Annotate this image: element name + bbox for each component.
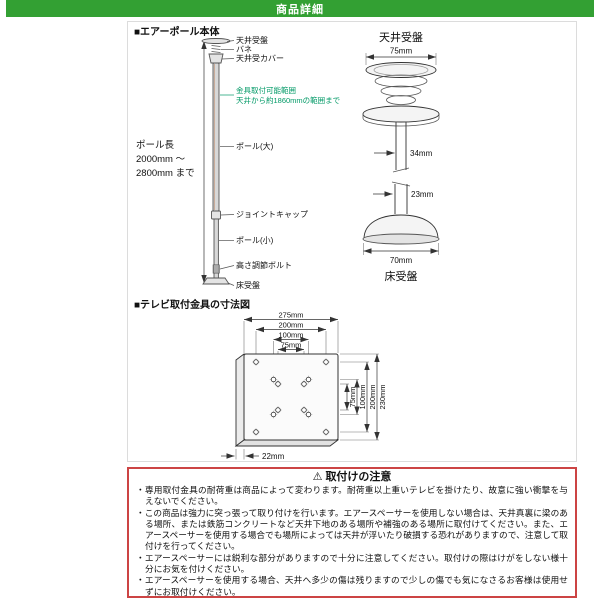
label-ceiling-plate: 天井受盤 [236, 35, 268, 45]
air-pole-diagram: 天井受盤 バネ 天井受カバー 金具取付可能範囲 天井から約1860mmの範囲まで… [201, 35, 340, 290]
floor-detail-title: 床受盤 [385, 269, 418, 283]
label-floor-plate: 床受盤 [236, 280, 260, 290]
dim-75mm-right: 75mm [348, 387, 357, 408]
pole-length-line2: 2000mm ～ [136, 154, 186, 165]
note-item: ・エアースペーサーを使用する場合、天井へ多少の傷は残りますので少しの傷でも気にな… [136, 575, 568, 597]
label-bracket-range-1: 金具取付可能範囲 [236, 85, 296, 95]
dim-200mm-top: 200mm [278, 321, 303, 330]
dim-70mm: 70mm [390, 256, 413, 265]
page-header: 商品詳細 [6, 0, 594, 17]
diagram-panel: ■エアーポール本体 [127, 21, 577, 462]
warning-icon: ⚠ [312, 471, 323, 483]
label-spring: バネ [236, 45, 252, 54]
joint-cap-shape [211, 210, 221, 220]
floor-plate-detail: 23mm 70mm 床受盤 [362, 181, 440, 283]
tv-bracket-diagram: 275mm 200mm 100mm 75mm [221, 311, 387, 461]
pole-length-note: ポール長 2000mm ～ 2800mm まで [136, 140, 195, 179]
dim-22mm: 22mm [262, 452, 285, 461]
dim-230mm-right: 230mm [378, 384, 387, 409]
ceiling-plate-detail: 天井受盤 75mm 34mm [362, 30, 440, 173]
note-item: ・エアースペーサーには鋭利な部分がありますので十分に注意してください。取付けの際… [136, 552, 568, 575]
pole-length-line3: 2800mm まで [136, 168, 195, 179]
installation-notes-box: ⚠取付けの注意 ・専用取付金具の耐荷重は商品によって変わります。耐荷重以上重いテ… [127, 467, 577, 598]
dim-200mm-right: 200mm [368, 384, 377, 409]
diagram-canvas: ■エアーポール本体 [134, 25, 440, 461]
dim-100mm-top: 100mm [278, 331, 303, 340]
label-joint-cap: ジョイントキャップ [236, 210, 308, 219]
note-item: ・この商品は強力に突っ張って取り付けを行います。エアースペーサーを使用しない場合… [136, 507, 568, 552]
pole-length-line1: ポール長 [136, 140, 175, 151]
notes-title-text: 取付けの注意 [325, 471, 392, 483]
page-title: 商品詳細 [276, 3, 324, 16]
bracket-bottom-face [234, 439, 340, 447]
section-title-tv-bracket: ■テレビ取付金具の寸法図 [134, 298, 250, 311]
dim-75mm: 75mm [390, 47, 413, 56]
label-pole-large: ポール(大) [236, 141, 274, 151]
leader-lines [219, 40, 235, 286]
pole-ceiling-cover-shape [208, 53, 224, 64]
dim-75mm-top: 75mm [281, 341, 302, 350]
label-ceiling-cover: 天井受カバー [236, 53, 284, 63]
bracket-front-face [243, 353, 339, 441]
pole-ceiling-plate-shape [201, 38, 231, 44]
bracket-side-face [235, 353, 245, 447]
label-height-bolt: 高さ調節ボルト [236, 260, 292, 270]
label-bracket-range-2: 天井から約1860mmの範囲まで [236, 95, 340, 105]
notes-title: ⚠取付けの注意 [136, 471, 568, 484]
pole-small-shape [213, 218, 219, 266]
pole-spring-shape [211, 45, 221, 53]
dim-23mm: 23mm [411, 190, 434, 199]
section-title-pole-body: ■エアーポール本体 [134, 25, 220, 38]
note-item: ・専用取付金具の耐荷重は商品によって変わります。耐荷重以上重いテレビを掛けたり、… [136, 485, 568, 507]
dim-275mm: 275mm [278, 311, 303, 320]
ceiling-detail-title: 天井受盤 [379, 30, 423, 44]
pole-floor-plate-shape [202, 277, 230, 285]
dim-100mm-right: 100mm [358, 384, 367, 409]
label-pole-small: ポール(小) [236, 236, 274, 245]
pole-large-shape [212, 62, 220, 212]
dim-34mm: 34mm [410, 149, 433, 158]
